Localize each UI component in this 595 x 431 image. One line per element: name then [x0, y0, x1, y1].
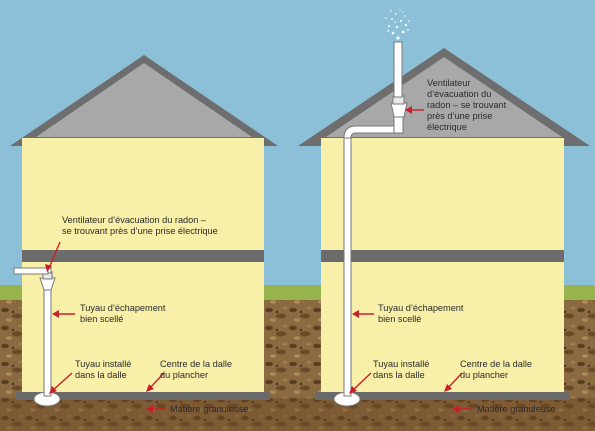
arrow-right-slab-center: [446, 372, 463, 390]
arrow-right-slab-pipe: [351, 372, 372, 392]
left-slab: [16, 392, 270, 400]
right-slab-center-label: Centre de la dalle du plancher: [460, 359, 533, 380]
right-pipe-label: Tuyau d’échapement bien scellé: [378, 303, 464, 324]
right-fan-lower: [393, 116, 404, 134]
left-pipe-label: Tuyau d’échapement bien scellé: [80, 303, 166, 324]
right-gravel-label: Matière granuleuse: [477, 404, 556, 414]
arrow-left-slab-pipe: [51, 372, 73, 392]
right-slab-pipe-label: Tuyau installé dans la dalle: [373, 359, 430, 380]
right-walls: [321, 138, 564, 394]
right-vent-pipe: [343, 134, 352, 397]
left-slab-pipe-label: Tuyau installé dans la dalle: [75, 359, 132, 380]
right-roof: [326, 57, 562, 137]
right-fan: [390, 102, 408, 118]
arrow-left-fan: [48, 241, 61, 269]
right-slab: [315, 392, 570, 400]
left-floor-band: [22, 250, 264, 262]
left-exhaust-outlet: [13, 267, 49, 275]
arrow-left-slab-center: [148, 372, 165, 390]
left-walls: [22, 138, 264, 394]
left-vent-pipe: [43, 289, 52, 397]
right-house: [298, 9, 590, 407]
left-fan-label: Ventilateur d’évacuation du radon – se t…: [62, 215, 218, 236]
radon-exhaust-spray: [385, 9, 410, 40]
left-house: [10, 55, 278, 407]
right-arrows: [349, 106, 472, 413]
left-slab-center-label: Centre de la dalle du plancher: [160, 359, 233, 380]
right-roof-stack: [393, 41, 403, 98]
left-arrows: [45, 241, 166, 413]
left-gravel-label: Matière granuleuse: [170, 404, 249, 414]
right-floor-band: [321, 250, 564, 262]
right-fan-label: Ventilateur d’évacuation du radon – se t…: [427, 78, 507, 132]
gravel-layer: [0, 398, 595, 431]
left-roof: [36, 63, 252, 137]
